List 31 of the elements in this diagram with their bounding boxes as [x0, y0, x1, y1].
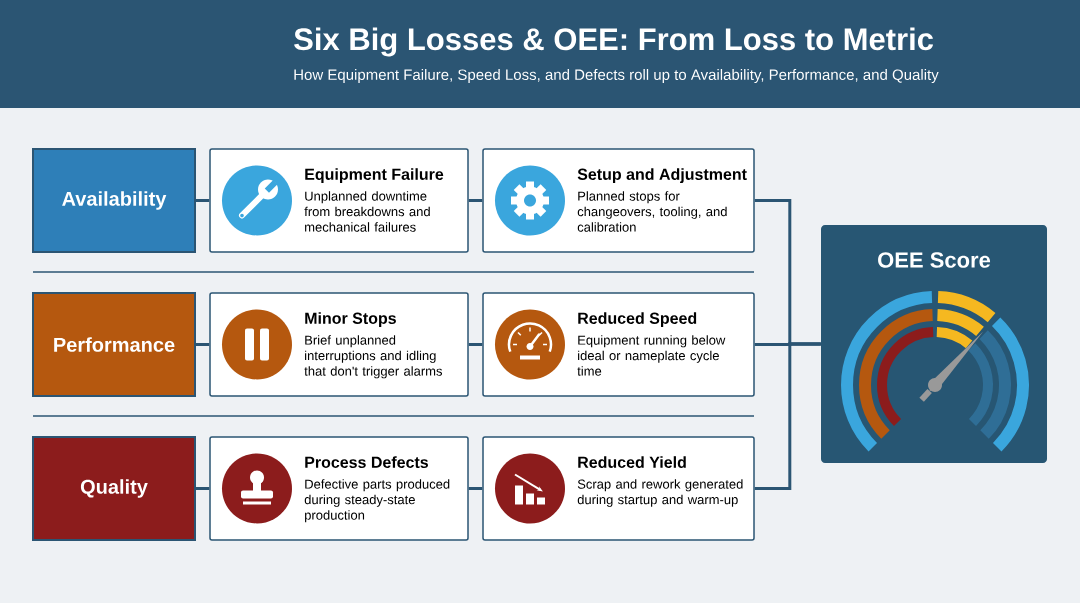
card-description: Planned stops for changeovers, tooling, and calibration [577, 191, 727, 232]
connector-line [468, 199, 483, 202]
loss-card [482, 292, 755, 397]
connector-line [196, 199, 210, 202]
card-title: Minor Stops [305, 312, 396, 328]
card-description: Defective parts produced during steady-state production [304, 479, 450, 523]
card-description: Unplanned downtime from breakdowns and mechanical failures [304, 191, 430, 232]
subtitle: How Equipment Failure, Speed Loss, and Defects roll up to Availability, Performance, and Quality [294, 69, 939, 83]
loss-card [209, 292, 469, 397]
card-description: Scrap and rework generated during startup and warm-up [577, 479, 743, 507]
card-title: Equipment Failure [305, 168, 444, 184]
connector-line [754, 342, 821, 490]
card-title: Process Defects [305, 456, 428, 468]
score-panel: OEE Score [821, 225, 1047, 463]
loss-card [482, 436, 755, 541]
connector-line [468, 487, 483, 490]
loss-card [209, 436, 469, 541]
card-description: Equipment running below ideal or nameplate cycle time [577, 335, 726, 376]
connector-line [468, 343, 483, 346]
card-title: Reduced Speed [578, 312, 697, 328]
card-title: Setup and Adjustment [577, 168, 747, 184]
category-box: Quality [32, 436, 196, 541]
card-description: Brief unplanned interruptions and idling that don't trigger alarms [304, 335, 443, 379]
category-box: Availability [32, 148, 196, 253]
title: Six Big Losses & OEE: From Loss to Metric [294, 27, 934, 57]
loss-card [209, 148, 469, 253]
connector-line [196, 487, 210, 490]
category-box: Performance [32, 292, 196, 397]
card-title: Reduced Yield [578, 456, 686, 468]
connector-line [196, 343, 210, 346]
loss-card [482, 148, 755, 253]
